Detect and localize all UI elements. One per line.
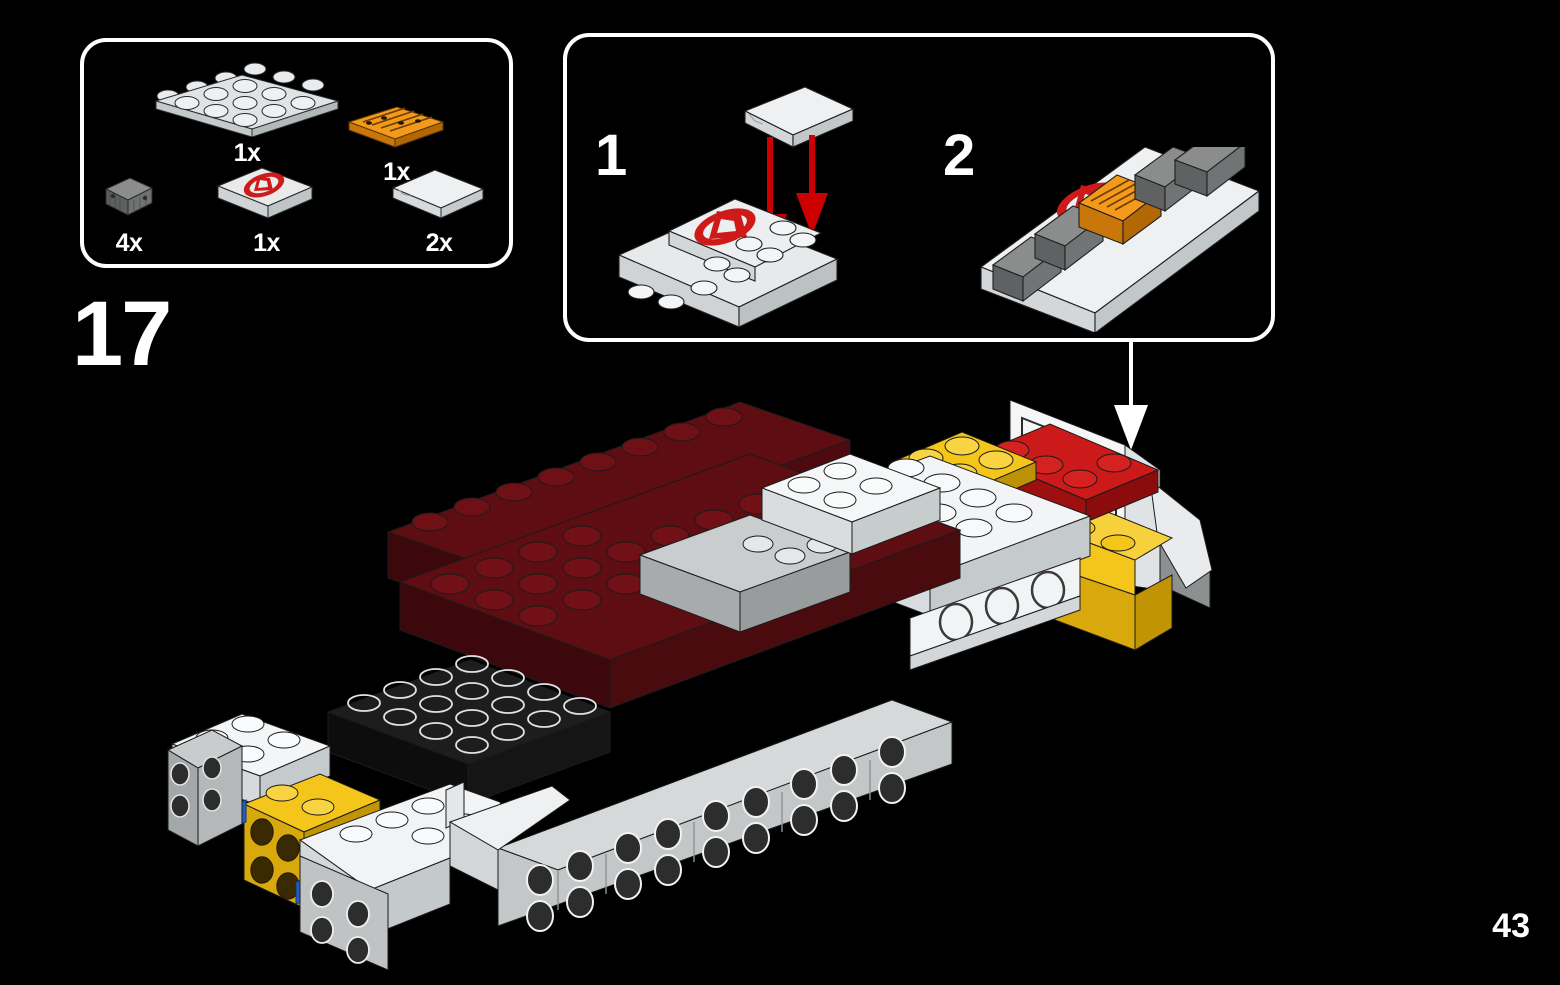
part-quantity-label: 2x: [425, 229, 453, 257]
part-art-slope-curved-white: [379, 164, 499, 227]
page-number: 43: [1492, 907, 1530, 945]
callout-arrow-stem: [1129, 342, 1133, 417]
part-quantity-label: 1x: [253, 229, 280, 257]
sub-assembly-panel: 1 2: [563, 33, 1275, 342]
vehicle-chassis-isometric: [166, 399, 1213, 971]
part-slot-slope-curved-white: 2x: [379, 164, 499, 256]
step-number: 17: [72, 283, 172, 385]
part-art-grille-tile-2x4-orange: [339, 94, 454, 156]
part-quantity-label: 4x: [115, 229, 143, 257]
parts-inventory-box: 1x: [80, 38, 513, 268]
part-art-plate-2x6-white: [142, 59, 352, 138]
substep-number-2: 2: [943, 123, 976, 188]
slope-curved-2x4-white-icon: [391, 169, 485, 219]
part-art-slope-printed-d-logo: [204, 162, 329, 227]
substep-1-illustration: [617, 86, 855, 328]
part-quantity-label: 1x: [383, 158, 410, 186]
substep-number-1: 1: [595, 123, 628, 188]
main-model-illustration: [150, 370, 1240, 980]
part-slot-plate-2x6-white: 1x: [142, 59, 352, 166]
grille-tile-2x4-orange-icon: [347, 106, 445, 148]
part-quantity-label: 1x: [233, 139, 261, 167]
substep-2-illustration: [979, 147, 1261, 332]
plate-2x6-white-icon: [154, 62, 340, 138]
part-slot-grille-tile-2x4-orange: 1x: [339, 94, 454, 185]
slope-curved-2x4-printed-d-icon: [216, 167, 314, 219]
slope-curved-2x2-dark-gray-icon: [104, 177, 154, 216]
part-slot-slope-printed-d-logo: 1x: [204, 162, 329, 256]
part-slot-slope-curved-dark-gray: 4x: [88, 167, 170, 256]
part-art-slope-curved-dark-gray: [88, 167, 170, 227]
